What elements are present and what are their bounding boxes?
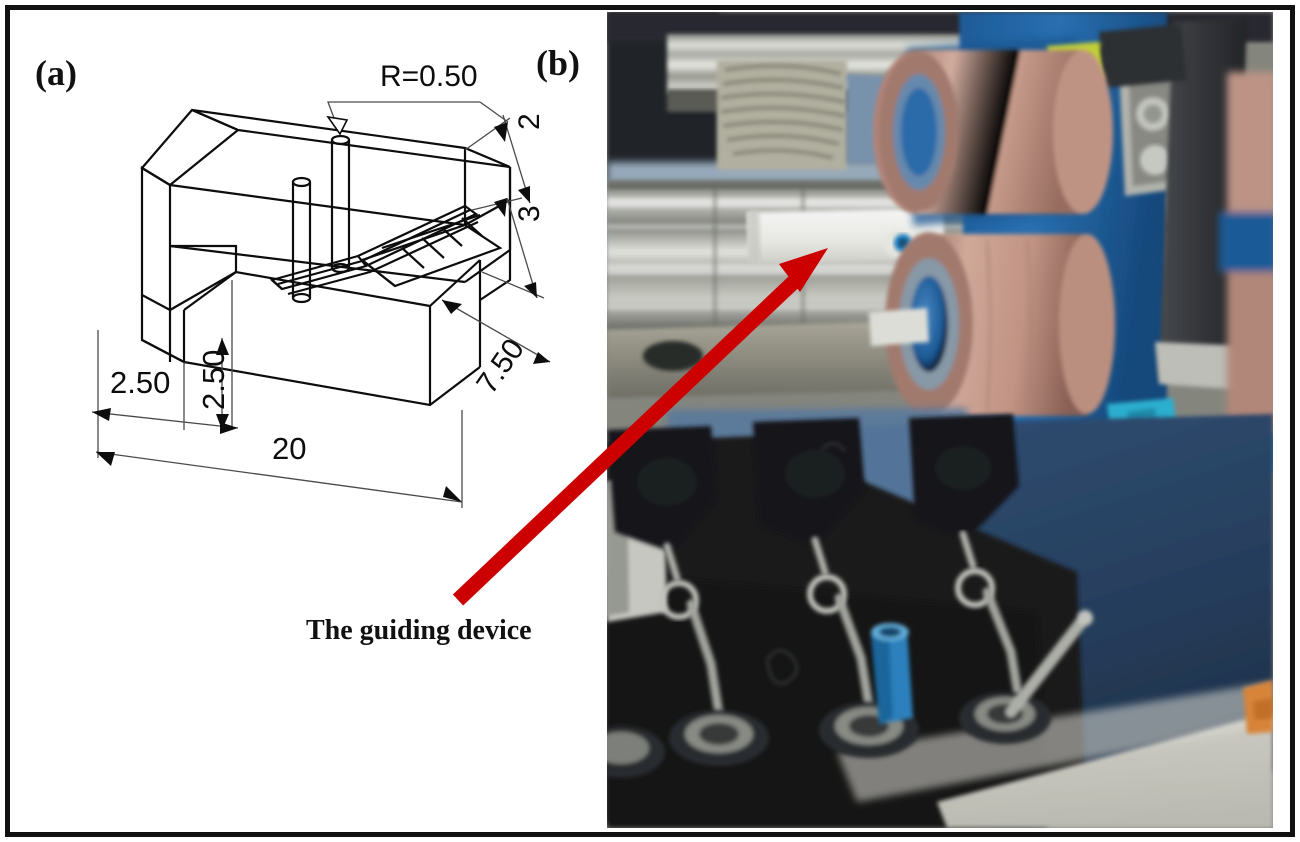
dimension-label-2-50-vertical: 2.50 <box>196 349 231 410</box>
panel-a-label: (a) <box>35 53 77 93</box>
dimension-label-radius: R=0.50 <box>380 60 478 93</box>
dimension-label-2-50-horizontal: 2.50 <box>110 365 171 400</box>
panel-a-technical-drawing: (a) R=0.50 2 3 7.50 2.50 2.50 20 The gui… <box>10 10 607 832</box>
machine-photo <box>607 12 1273 828</box>
guiding-device-caption: The guiding device <box>306 615 532 646</box>
dimension-label-width-2: 2 <box>513 113 546 130</box>
panel-b-photograph <box>607 12 1273 828</box>
panel-b-label: (b) <box>536 43 580 83</box>
dimension-label-20: 20 <box>272 431 307 466</box>
dimension-label-depth-3: 3 <box>513 205 546 222</box>
